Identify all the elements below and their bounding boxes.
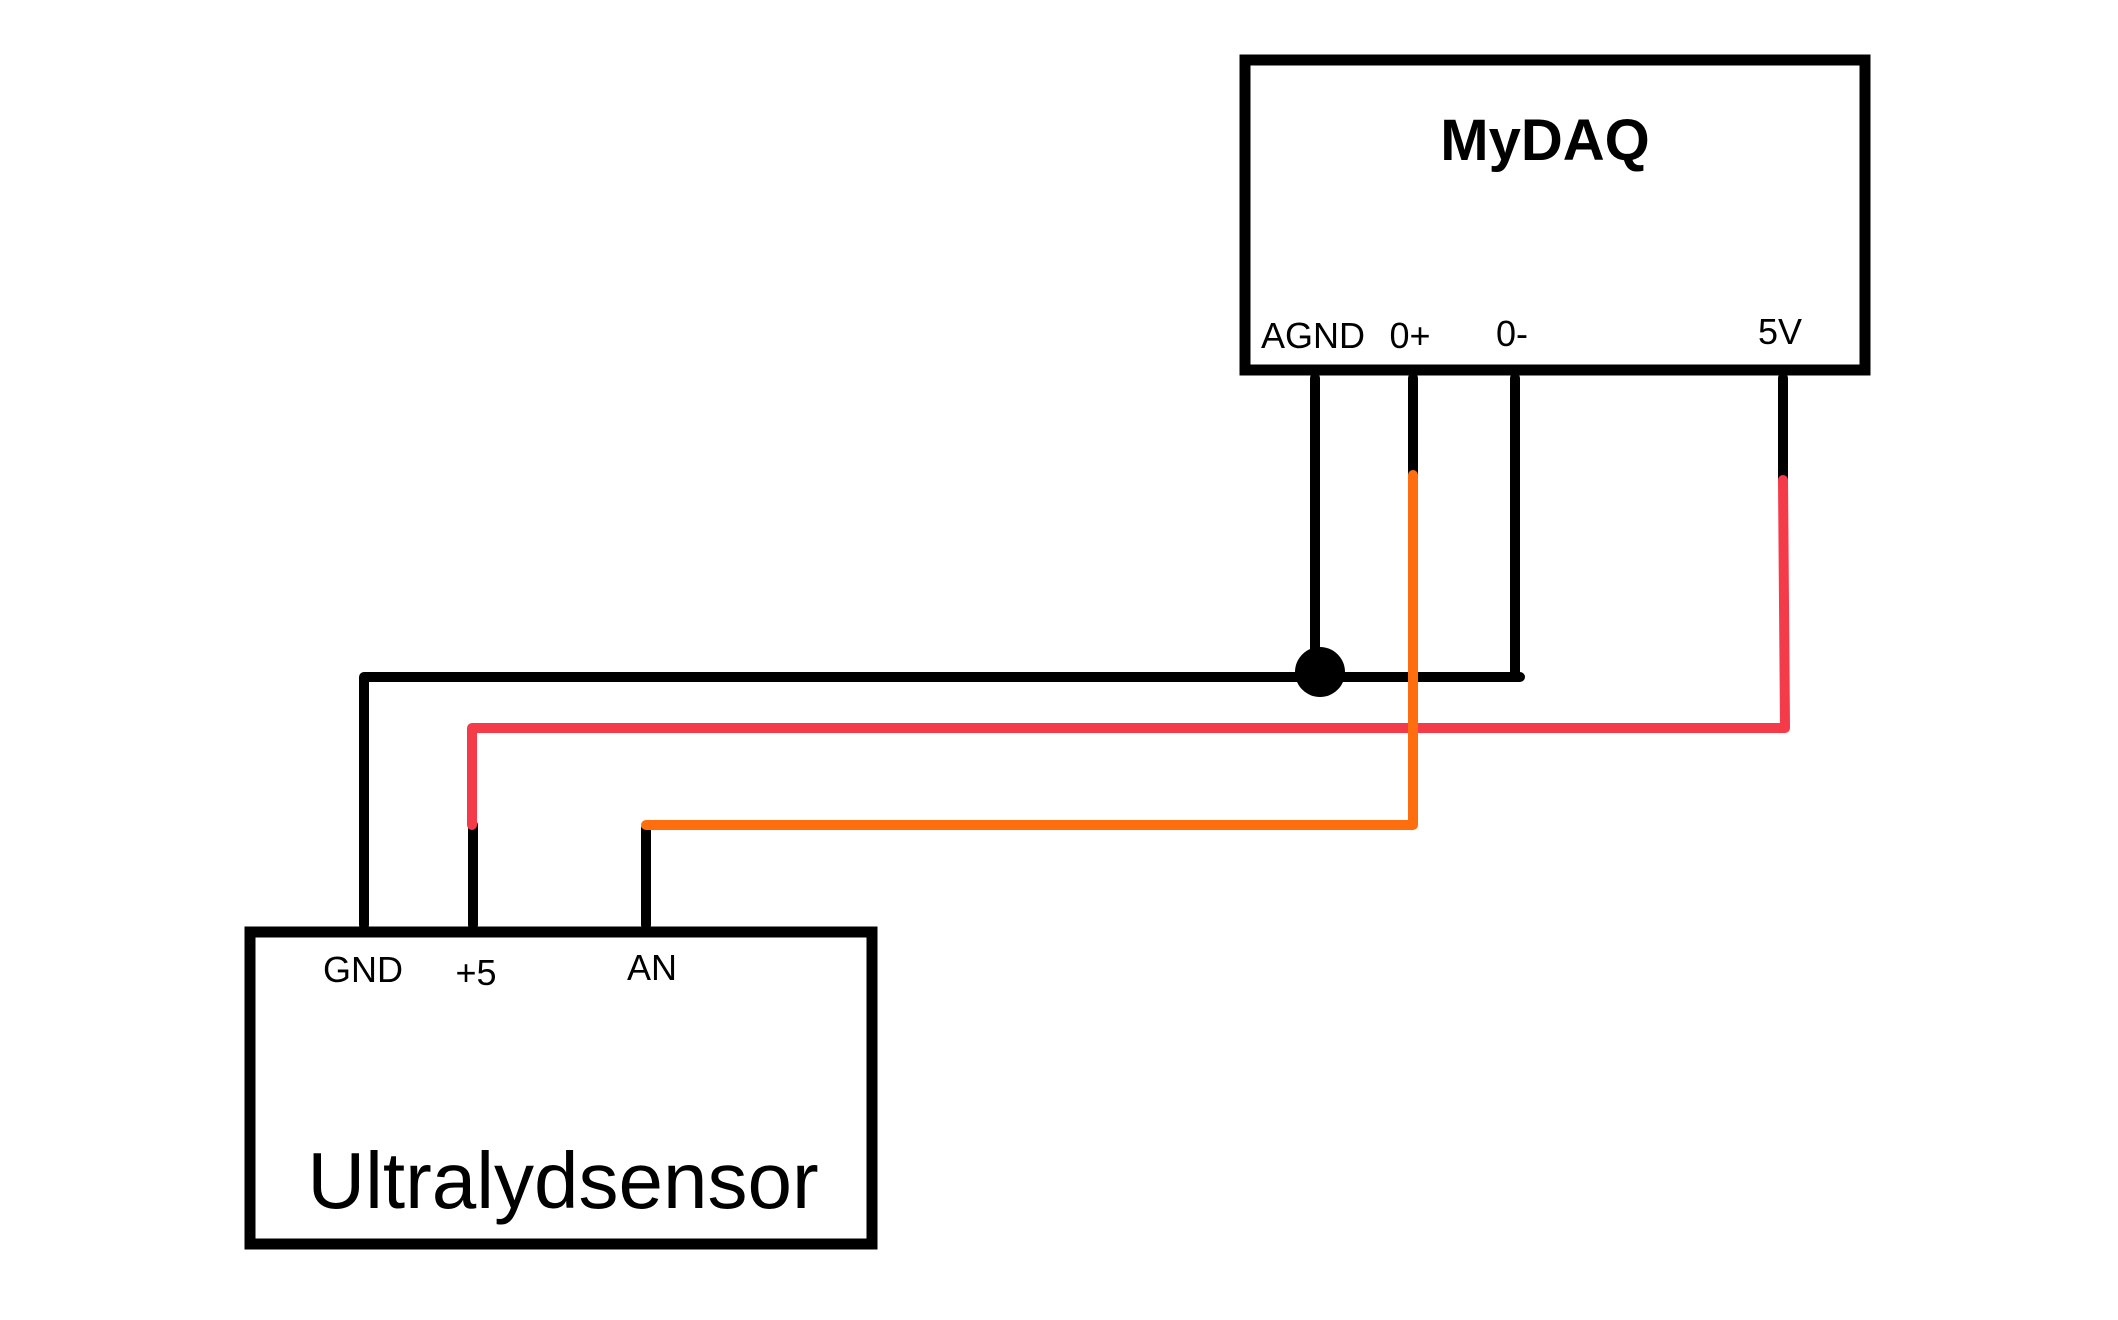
signal-wire-ai0 [641,470,1418,830]
power-wire-5v [467,475,1790,830]
sensor-pin-gnd: GND [323,949,403,990]
mydaq-box [1239,54,1871,376]
ground-junction-dot [1295,647,1345,697]
mydaq-pin-agnd: AGND [1261,315,1365,356]
mydaq-block: MyDAQ AGND 0+ 0- 5V [1239,54,1871,376]
sensor-box [244,926,878,1250]
ground-wires [359,373,1525,930]
sensor-pin-plus5: +5 [455,952,496,993]
mydaq-title: MyDAQ [1440,108,1649,173]
mydaq-pin-ai0-plus: 0+ [1389,315,1430,356]
mydaq-pin-ai0-minus: 0- [1496,313,1528,354]
ground-wire-bus [359,672,1525,930]
sensor-block: GND +5 AN Ultralydsensor [244,926,878,1250]
sensor-title: Ultralydsensor [307,1136,818,1225]
sensor-pin-an: AN [627,947,677,988]
mydaq-pin-5v: 5V [1758,311,1802,352]
pin-stubs [468,373,1788,930]
